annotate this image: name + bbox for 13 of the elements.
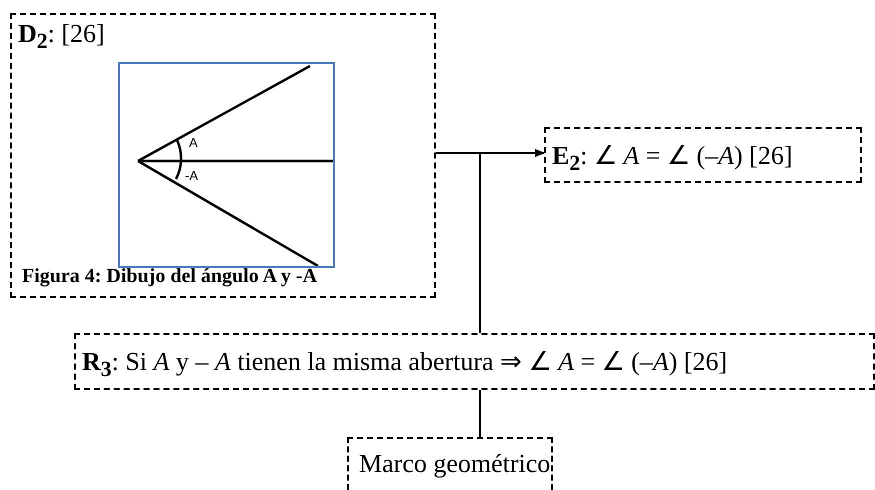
dashed-box [347, 437, 553, 490]
figure-caption: Figura 4: Dibujo del ángulo A y -A [22, 265, 318, 288]
connector-line [479, 390, 481, 437]
node-text: Marco geométrico [359, 449, 550, 479]
node-heading: D$_{2}$: [26] [18, 19, 105, 54]
arrow [479, 149, 545, 333]
statement-text: R$_{3}$: Si A y – A tienen la misma abertura ⇒ ∠ A = ∠ (–A) [26] [82, 346, 728, 382]
angle-label: -A [185, 168, 198, 183]
statement-text: E$_{2}$: ∠ A = ∠ (–A) [26] [552, 140, 792, 176]
angle-label: A [189, 135, 198, 150]
dashed-frame [10, 13, 436, 298]
dashed-box [544, 127, 862, 183]
dashed-box [74, 333, 875, 390]
